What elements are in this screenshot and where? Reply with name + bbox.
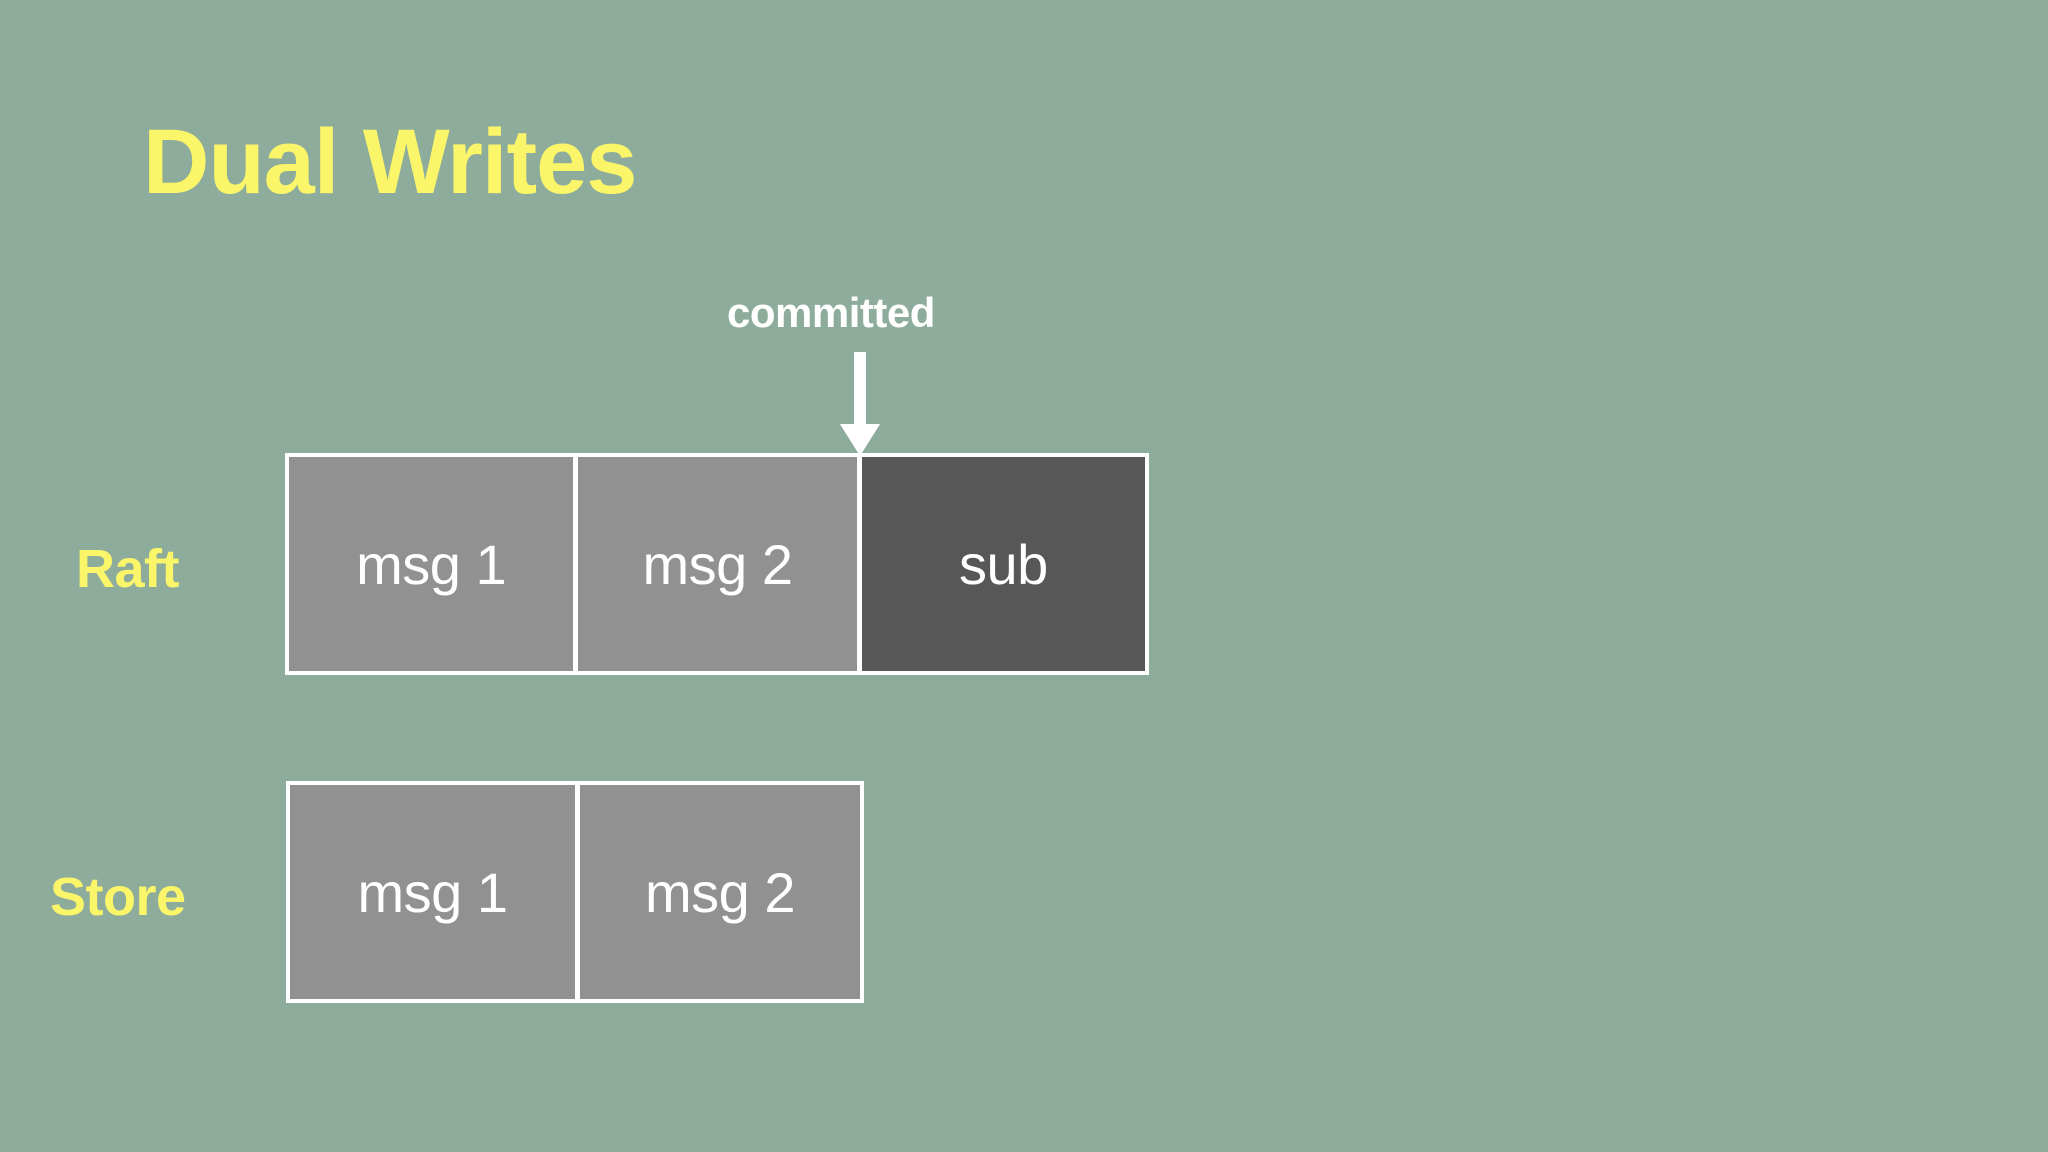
raft-log-entry-2[interactable]: msg 2 bbox=[573, 457, 857, 671]
row-label-raft: Raft bbox=[76, 539, 180, 599]
store-log-table: msg 1 msg 2 bbox=[286, 781, 864, 1003]
committed-annotation-label: committed bbox=[727, 289, 935, 336]
row-label-store: Store bbox=[50, 867, 186, 927]
raft-log-entry-1[interactable]: msg 1 bbox=[289, 457, 574, 671]
down-arrow-icon bbox=[838, 352, 882, 458]
store-log-entry-1[interactable]: msg 1 bbox=[290, 785, 575, 999]
store-log-entry-2[interactable]: msg 2 bbox=[574, 785, 860, 999]
page-title: Dual Writes bbox=[143, 111, 637, 213]
raft-log-entry-3[interactable]: sub bbox=[856, 457, 1146, 671]
raft-log-table: msg 1 msg 2 sub bbox=[285, 453, 1149, 675]
